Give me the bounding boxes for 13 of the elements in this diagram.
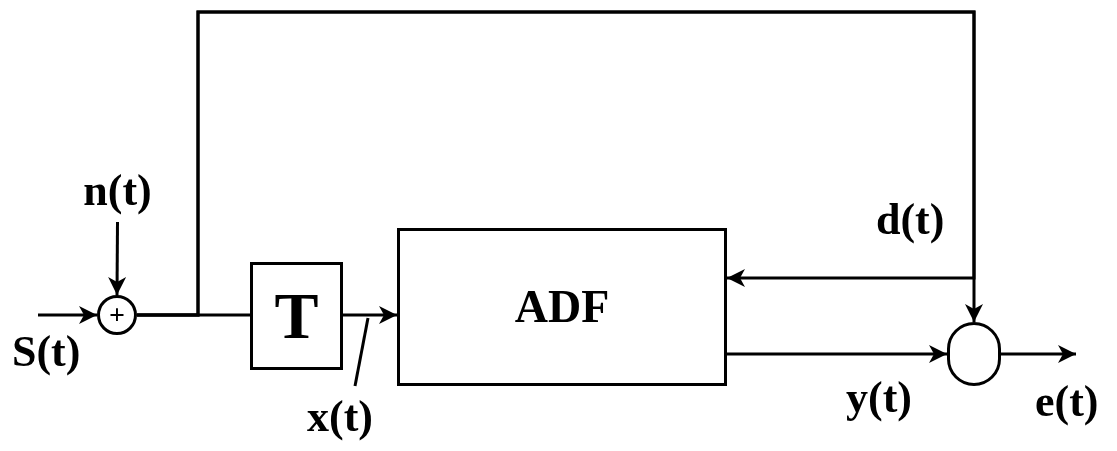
signal-label: e(t) xyxy=(1035,380,1099,424)
arrow xyxy=(727,345,947,363)
arrow xyxy=(108,222,127,295)
leader-line xyxy=(353,317,370,387)
signal-label: x(t) xyxy=(300,386,380,448)
signal-label: n(t) xyxy=(80,160,155,222)
arrow xyxy=(343,306,397,324)
signal-label: S(t) xyxy=(12,330,81,374)
arrow xyxy=(1001,345,1076,363)
arrow xyxy=(38,306,97,324)
summing-junction: + xyxy=(97,295,137,335)
delay-block: T xyxy=(250,262,343,370)
filter-block: ADF xyxy=(397,228,727,386)
